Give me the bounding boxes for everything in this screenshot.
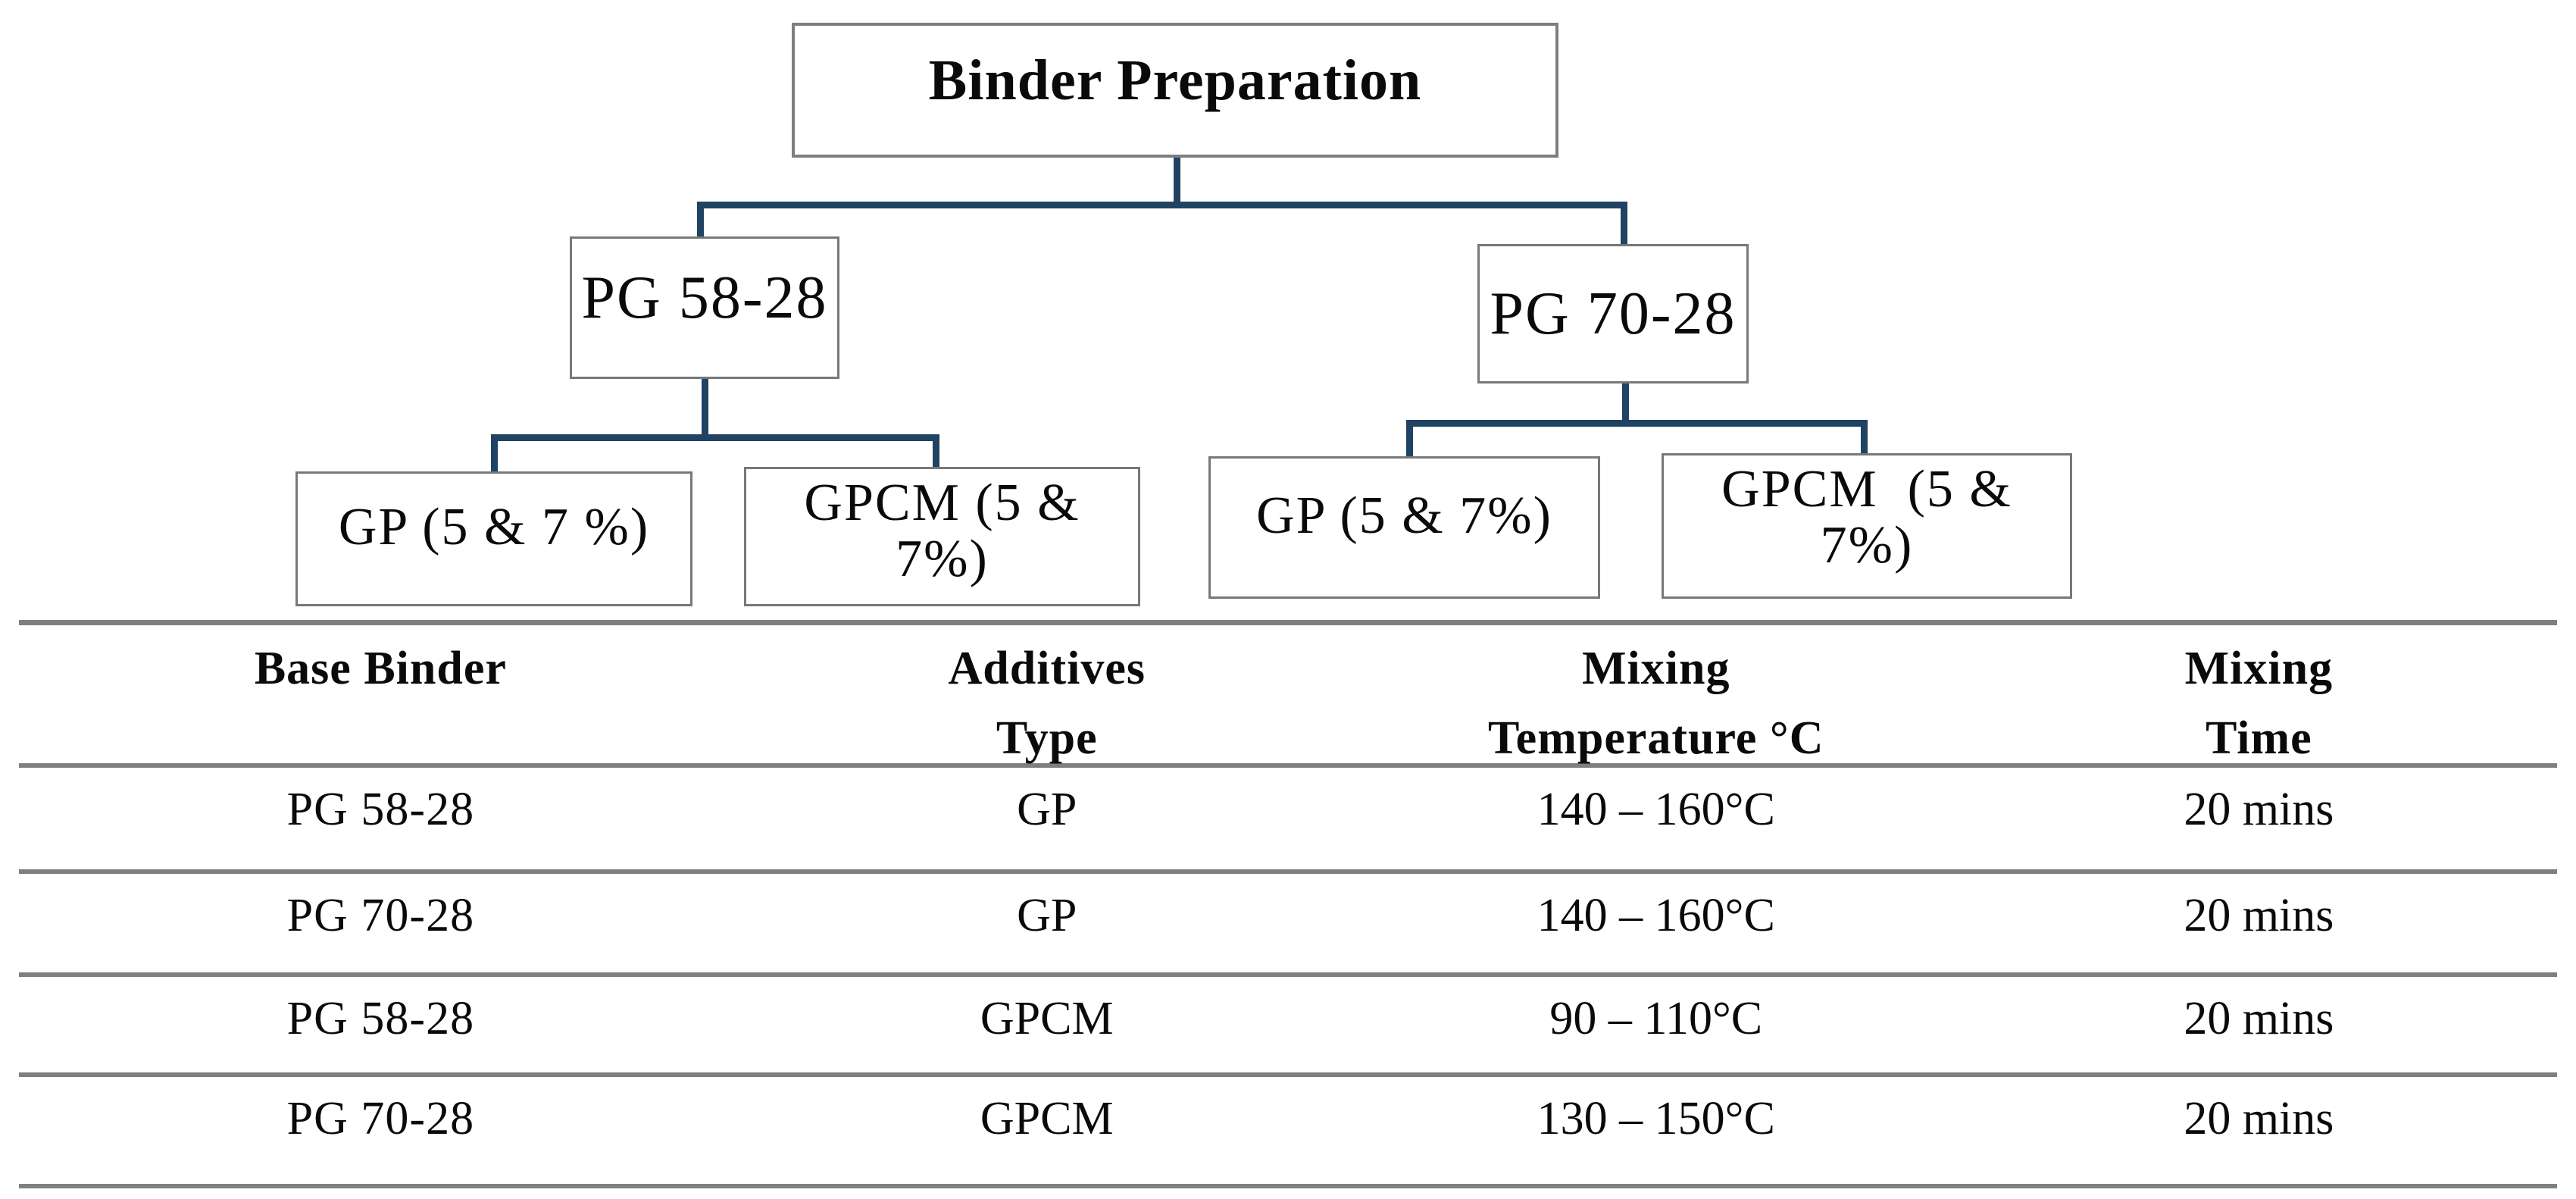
- header-mixing-temperature: Mixing Temperature °C: [1488, 643, 1824, 764]
- flowchart-box-pg-70-28: PG 70-28: [1477, 244, 1749, 383]
- flowchart-label-pg-70-28: PG 70-28: [1490, 280, 1737, 347]
- cell-mixing-temperature: 90 – 110°C: [1549, 993, 1763, 1044]
- table-row: PG 70-28 GP 140 – 160°C 20 mins: [19, 872, 2557, 975]
- table-row: PG 58-28 GPCM 90 – 110°C 20 mins: [19, 975, 2557, 1075]
- cell-mixing-time: 20 mins: [2184, 1093, 2334, 1144]
- connector-right-level3-elbow-a: [1406, 420, 1413, 459]
- cell-mixing-time: 20 mins: [2184, 993, 2334, 1044]
- flowchart-box-gpcm-left: GPCM (5 & 7%): [744, 467, 1140, 606]
- connector-level2-elbow-right: [1621, 202, 1627, 247]
- connector-level2-bar: [697, 202, 1627, 208]
- flowchart-box-pg-58-28: PG 58-28: [570, 236, 839, 379]
- flowchart-label-gpcm-right: GPCM (5 & 7%): [1721, 460, 2012, 575]
- connector-left-level3-elbow-b: [933, 434, 939, 470]
- header-additives-type: Additives Type: [948, 643, 1146, 764]
- table-header-row: Base Binder Additives Type Mixing Temper…: [19, 622, 2557, 765]
- header-base-binder: Base Binder: [254, 643, 507, 694]
- flowchart-box-gp-left: GP (5 & 7 %): [295, 471, 692, 606]
- connector-left-level3-elbow-a: [491, 434, 498, 474]
- connector-level2-elbow-left: [697, 202, 704, 239]
- cell-mixing-time: 20 mins: [2184, 890, 2334, 941]
- cell-base-binder: PG 70-28: [286, 1093, 475, 1144]
- cell-mixing-temperature: 140 – 160°C: [1537, 784, 1775, 835]
- connector-pg7028-stem: [1622, 382, 1629, 427]
- cell-additive-type: GPCM: [980, 1093, 1114, 1144]
- flowchart-box-gpcm-right: GPCM (5 & 7%): [1662, 453, 2072, 599]
- header-mixing-time: Mixing Time: [2184, 643, 2334, 764]
- connector-pg5828-stem: [702, 377, 708, 441]
- flowchart-box-binder-preparation: Binder Preparation: [792, 23, 1558, 158]
- cell-additive-type: GPCM: [980, 993, 1114, 1044]
- cell-base-binder: PG 58-28: [286, 784, 475, 835]
- table-row: PG 58-28 GP 140 – 160°C 20 mins: [19, 765, 2557, 872]
- flowchart-label-gpcm-left: GPCM (5 & 7%): [804, 474, 1080, 589]
- cell-base-binder: PG 58-28: [286, 993, 475, 1044]
- connector-right-level3-elbow-b: [1861, 420, 1868, 456]
- flowchart-box-gp-right: GP (5 & 7%): [1208, 456, 1600, 599]
- cell-additive-type: GP: [1017, 890, 1077, 941]
- cell-mixing-temperature: 140 – 160°C: [1537, 890, 1775, 941]
- cell-mixing-temperature: 130 – 150°C: [1537, 1093, 1775, 1144]
- mixing-parameters-table: Base Binder Additives Type Mixing Temper…: [19, 620, 2557, 1188]
- cell-mixing-time: 20 mins: [2184, 784, 2334, 835]
- cell-base-binder: PG 70-28: [286, 890, 475, 941]
- connector-left-level3-bar: [491, 434, 939, 441]
- flowchart-label-gp-left: GP (5 & 7 %): [338, 497, 650, 556]
- flowchart-label-gp-right: GP (5 & 7%): [1256, 486, 1552, 545]
- connector-root-stem: [1174, 155, 1180, 208]
- flowchart-label-binder-preparation: Binder Preparation: [928, 48, 1422, 112]
- flowchart-label-pg-58-28: PG 58-28: [581, 264, 828, 331]
- table-row: PG 70-28 GPCM 130 – 150°C 20 mins: [19, 1075, 2557, 1186]
- connector-right-level3-bar: [1406, 420, 1868, 427]
- cell-additive-type: GP: [1017, 784, 1077, 835]
